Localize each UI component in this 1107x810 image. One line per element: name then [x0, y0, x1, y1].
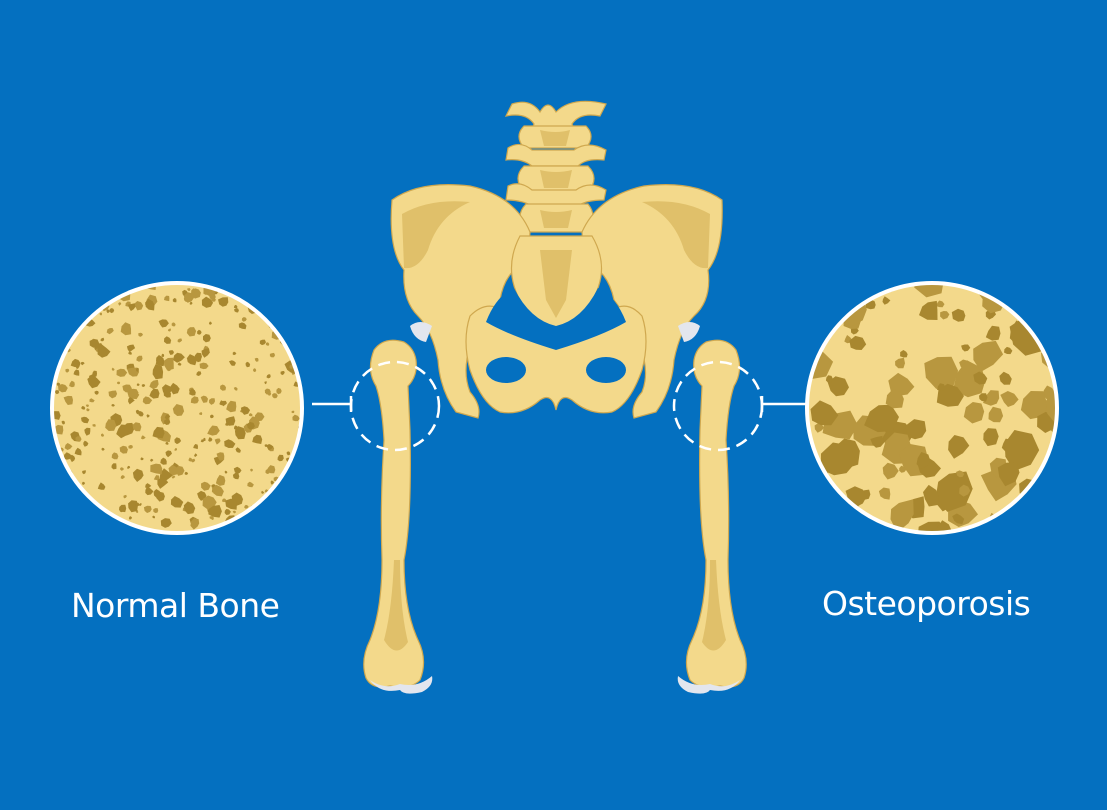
osteoporosis-label: Osteoporosis — [822, 584, 1030, 623]
normal-bone-label: Normal Bone — [71, 586, 279, 625]
lumbar-vertebrae-illustration — [506, 101, 606, 232]
femur-bone-icon — [364, 340, 433, 693]
connector-line-right — [762, 396, 806, 412]
femur-bone-icon — [678, 340, 747, 693]
magnified-osteoporotic-bone-icon — [795, 264, 1076, 545]
connector-line-left — [312, 396, 351, 412]
magnified-normal-bone-icon — [42, 271, 312, 543]
